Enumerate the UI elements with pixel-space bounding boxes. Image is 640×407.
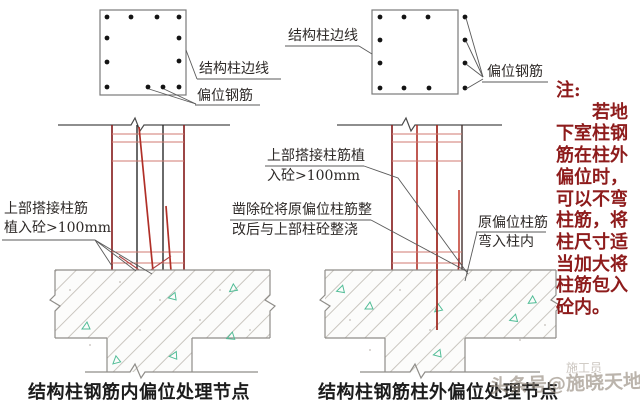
right-diagram-caption: 结构柱钢筋柱外偏位处理节点: [318, 382, 559, 403]
right-foundation: [319, 269, 562, 380]
side-note-text: 注: 若地 下室柱钢 筋在柱外 偏位时， 可以不弯 柱筋，将 柱尺寸适 当加大将…: [556, 80, 628, 319]
watermark-text: 头条号@施晓天地: [489, 370, 640, 398]
right-column-edge-label: 结构柱边线: [288, 28, 358, 44]
right-lap-annotation-line1: 上部搭接柱筋植: [267, 148, 365, 164]
right-column-section: [371, 9, 468, 95]
concrete-triangle-symbols: [335, 284, 538, 358]
right-chisel-annotation-line1: 凿除砼将原偏位柱筋整: [232, 202, 372, 218]
left-section-leader-lines: [148, 49, 281, 106]
left-offset-rebar-label: 偏位钢筋: [197, 88, 253, 104]
left-annotation-leader-lines: [2, 239, 153, 275]
left-column-section: [99, 9, 187, 96]
right-annotation-leader-lines: [230, 165, 546, 282]
right-section-leader-lines: [285, 17, 548, 90]
right-bend-annotation-line1: 原偏位柱筋: [478, 215, 548, 231]
right-lap-annotation-line2: 入砼>100mm: [267, 168, 361, 184]
left-lap-annotation-line1: 上部搭接柱筋: [4, 201, 88, 217]
right-bend-annotation-line2: 弯入柱内: [478, 234, 534, 250]
left-column-edge-label: 结构柱边线: [199, 61, 269, 77]
left-diagram-caption: 结构柱钢筋内偏位处理节点: [28, 382, 250, 403]
right-chisel-annotation-line2: 改后与上部柱砼整浇: [232, 222, 358, 238]
right-offset-rebar-label: 偏位钢筋: [487, 64, 543, 80]
left-lap-annotation-line2: 植入砼>100mm: [4, 220, 112, 236]
watermark-small-text: 施工员: [566, 361, 603, 375]
concrete-triangle-symbols: [81, 282, 239, 365]
left-column-elevation: [58, 116, 230, 333]
left-foundation: [49, 269, 276, 380]
